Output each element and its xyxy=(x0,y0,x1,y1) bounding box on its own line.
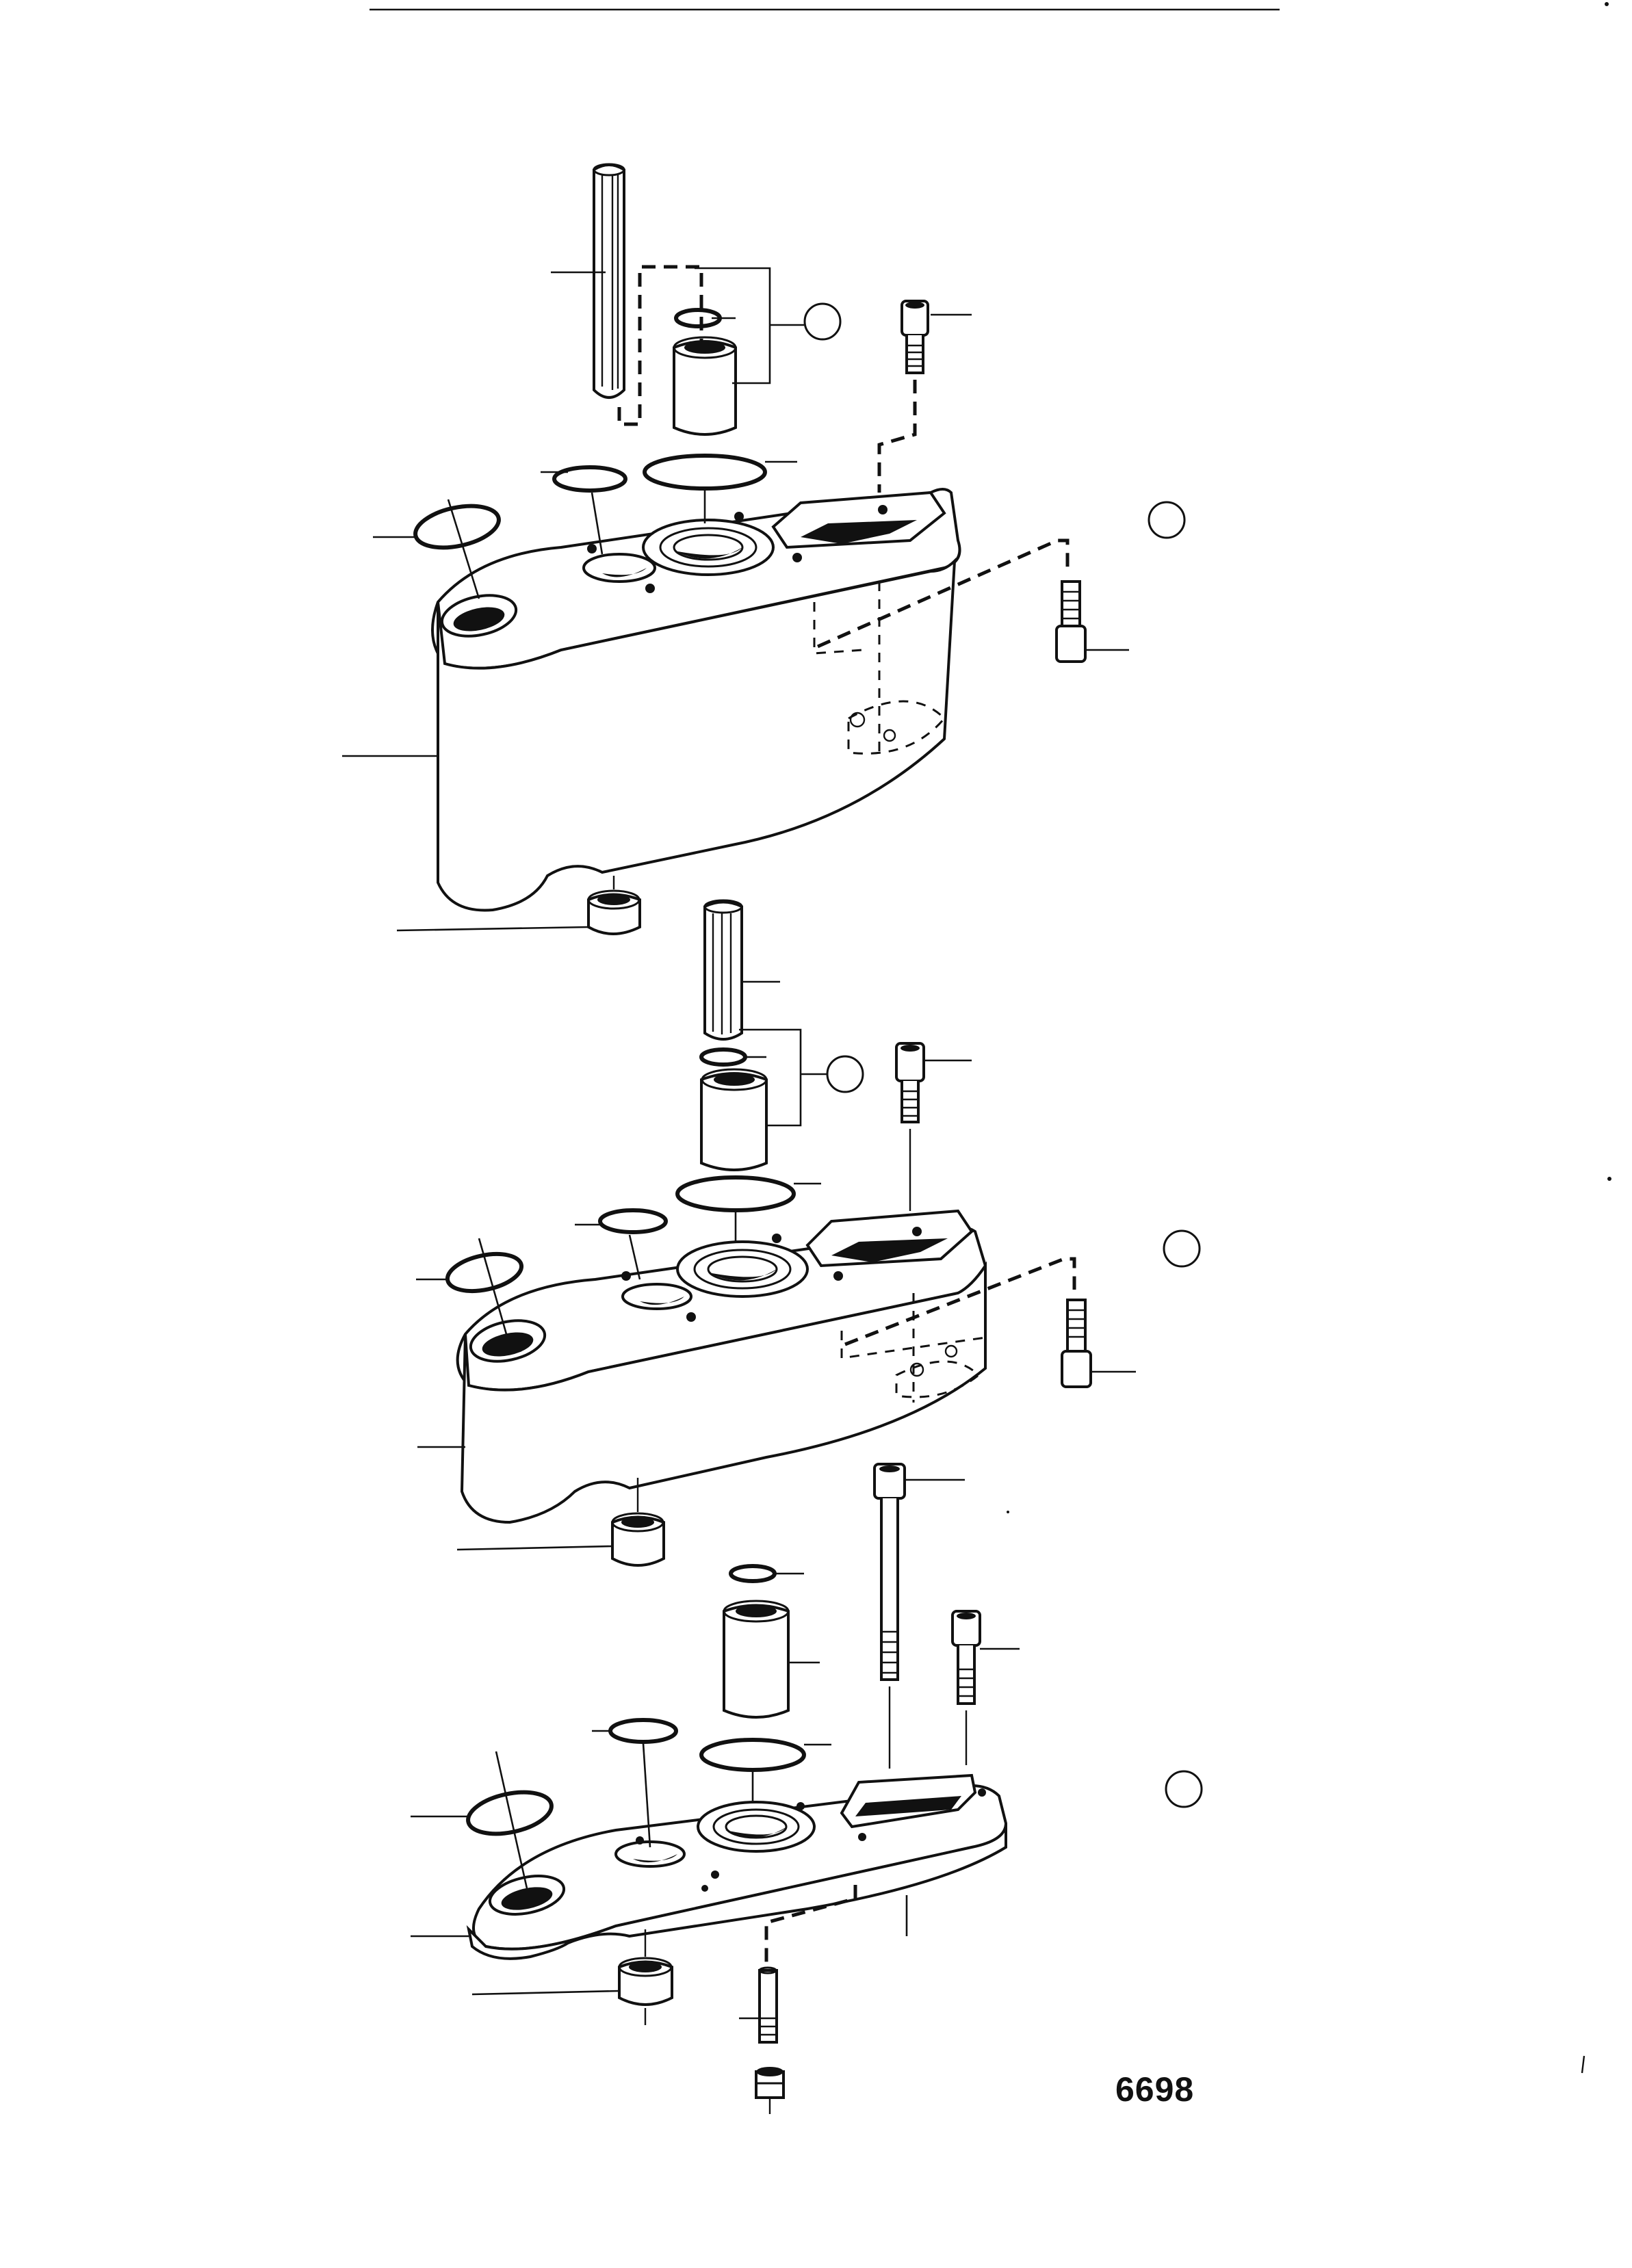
middle-screw-top xyxy=(895,1042,925,1123)
upper-o-ring-left xyxy=(413,504,501,550)
middle-kit-callout xyxy=(826,1055,864,1093)
lower-callout xyxy=(1165,1770,1203,1808)
lower-long-screw xyxy=(873,1463,906,1681)
lower-bushing xyxy=(618,1957,673,2006)
middle-screw-side xyxy=(1061,1299,1092,1388)
lower-bearing-sleeve xyxy=(723,1600,790,1719)
upper-o-ring-large xyxy=(643,454,767,491)
middle-screw-callout xyxy=(1163,1229,1201,1268)
middle-bushing xyxy=(611,1512,665,1567)
upper-shaft xyxy=(593,163,625,399)
upper-o-ring-small xyxy=(552,465,627,493)
upper-assembly xyxy=(342,163,1186,935)
lower-assembly xyxy=(411,1463,1203,2114)
middle-o-ring-small xyxy=(598,1208,668,1234)
upper-bearing-sleeve xyxy=(673,336,737,436)
upper-screw-side xyxy=(1055,580,1087,663)
lower-leader-lines xyxy=(411,1478,1020,2020)
upper-kit-callout xyxy=(803,302,842,341)
scan-specks xyxy=(1007,2,1611,2074)
middle-assembly xyxy=(416,899,1201,1567)
lower-stud xyxy=(758,1966,778,2044)
upper-bushing xyxy=(587,889,641,935)
middle-snap-ring xyxy=(699,1047,747,1067)
lower-plate xyxy=(466,1773,1008,1960)
lower-nut xyxy=(755,2067,785,2114)
middle-housing xyxy=(456,1209,987,1524)
upper-housing xyxy=(431,488,961,912)
upper-leader-lines xyxy=(342,267,1129,932)
upper-screw-top xyxy=(901,300,929,374)
middle-o-ring-large xyxy=(675,1175,796,1212)
lower-o-ring-small xyxy=(608,1718,678,1744)
middle-bearing-sleeve xyxy=(700,1068,768,1171)
middle-shaft xyxy=(703,899,743,1041)
lower-snap-ring xyxy=(729,1564,777,1583)
middle-o-ring-left xyxy=(445,1252,524,1293)
middle-leader-lines xyxy=(416,980,1136,1551)
lower-screw xyxy=(951,1610,981,1705)
figure-number: 6698 xyxy=(1115,2070,1195,2109)
upper-screw-callout xyxy=(1148,501,1186,539)
lower-o-ring-large xyxy=(699,1738,806,1772)
